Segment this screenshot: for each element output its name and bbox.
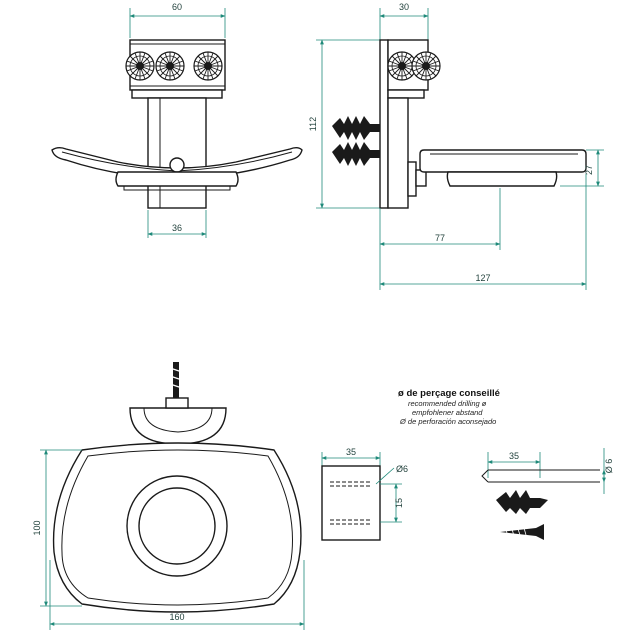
top-view-ring-inner xyxy=(138,487,216,565)
dim-plug-diameter: Ø6 xyxy=(396,464,408,474)
dim-dish-height: 27 xyxy=(584,165,594,175)
top-view-screw xyxy=(169,362,183,398)
front-dish-base xyxy=(115,171,239,187)
drill-detail: 35 Ø 6 xyxy=(481,448,614,540)
drilling-note: ø de perçage conseillé recommended drill… xyxy=(398,388,500,426)
side-dish xyxy=(419,149,587,173)
drilling-note-en: recommended drilling ø xyxy=(408,399,487,408)
dim-front-width: 60 xyxy=(172,2,182,12)
drilling-note-title: ø de perçage conseillé xyxy=(398,388,500,399)
side-view: 30 112 27 77 xyxy=(308,2,604,290)
side-post xyxy=(387,97,409,209)
side-wall-bar xyxy=(379,39,389,209)
front-post xyxy=(147,97,207,209)
dim-plug-width: 35 xyxy=(346,447,356,457)
dim-drill-diameter: Ø 6 xyxy=(604,459,614,474)
drilling-note-de: empfohlener abstand xyxy=(412,408,483,417)
screw-icon xyxy=(500,524,544,540)
dim-plate-width: 160 xyxy=(169,612,184,622)
front-collar xyxy=(131,89,223,99)
dim-dish-reach: 77 xyxy=(435,233,445,243)
front-view: 60 36 xyxy=(51,2,303,238)
plug-spacing-detail: 35 15 Ø6 xyxy=(321,447,408,541)
drill-bit xyxy=(481,469,600,483)
dim-side-height: 112 xyxy=(308,117,318,131)
side-dish-base xyxy=(446,171,558,187)
side-wall-plugs xyxy=(332,116,380,166)
dim-front-post: 36 xyxy=(172,223,182,233)
dim-side-depth: 30 xyxy=(399,2,409,12)
wall-plug-icon xyxy=(496,490,548,514)
dim-plate-height: 100 xyxy=(32,520,42,535)
dim-total-depth: 127 xyxy=(475,273,490,283)
drilling-note-es: Ø de perforación aconsejado xyxy=(399,417,496,426)
front-dish xyxy=(51,147,303,181)
dim-plug-height: 15 xyxy=(394,498,404,508)
top-view: 100 160 xyxy=(32,362,305,630)
plug-block xyxy=(321,465,381,541)
dim-drill-length: 35 xyxy=(509,451,519,461)
